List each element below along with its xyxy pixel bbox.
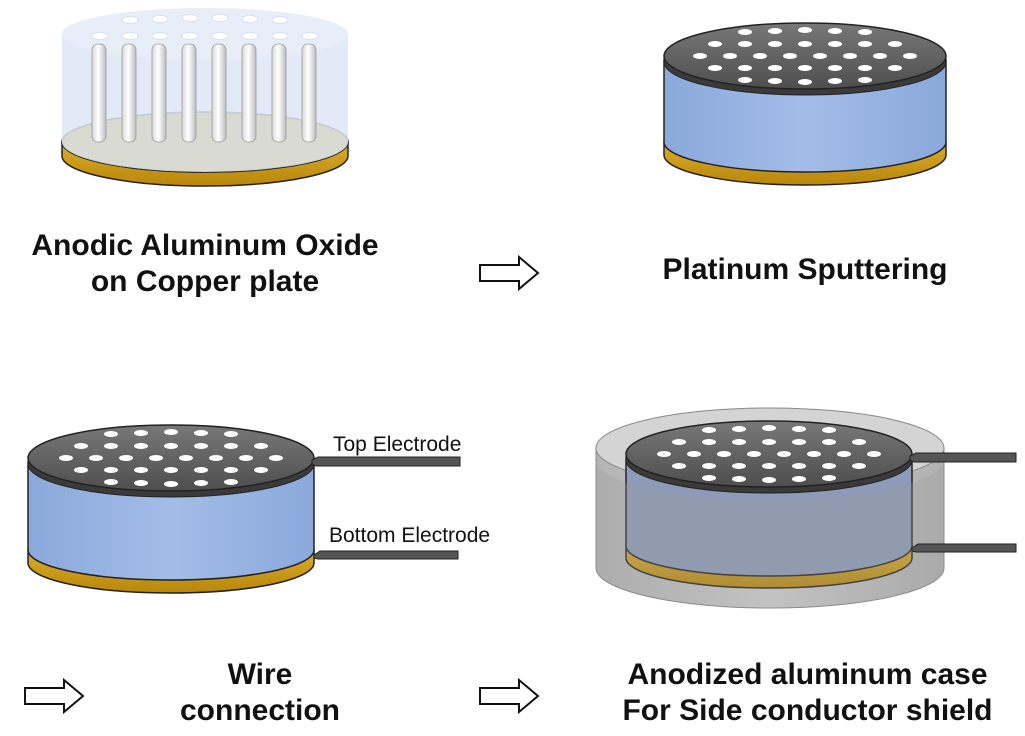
platinum-layer (27, 424, 315, 492)
hollow-right-arrow-icon (24, 677, 85, 715)
pore-openings (693, 27, 917, 85)
step-caption-case: Anodized aluminum case For Side conducto… (590, 657, 1025, 729)
aluminum-case-illustration (595, 407, 1017, 609)
pore-openings (91, 14, 319, 40)
platinum-sputtering-illustration (663, 22, 947, 186)
bottom-electrode-label: Bottom Electrode (329, 524, 491, 547)
step-caption-wire: Wire connection (140, 657, 380, 729)
caption-line: Anodic Aluminum Oxide (31, 229, 379, 262)
platinum-layer (625, 420, 913, 488)
caption-line: For Side conductor shield (622, 694, 993, 727)
pore-openings (59, 429, 283, 487)
bottom-electrode-wire (911, 543, 1017, 553)
hollow-right-arrow-icon (479, 677, 540, 715)
pore-openings (657, 425, 881, 483)
step-caption-platinum: Platinum Sputtering (600, 252, 1010, 288)
step-caption-aao: Anodic Aluminum Oxide on Copper plate (0, 228, 410, 300)
case-front-translucent (596, 460, 944, 608)
caption-line: connection (179, 694, 340, 727)
caption-line: on Copper plate (90, 265, 320, 298)
wire-connection-illustration (27, 424, 461, 594)
top-electrode-wire (909, 452, 1017, 463)
top-electrode-label: Top Electrode (333, 433, 462, 456)
caption-line: Platinum Sputtering (662, 253, 948, 286)
hollow-right-arrow-icon (479, 254, 540, 292)
caption-line: Wire (227, 658, 293, 691)
platinum-layer (663, 22, 947, 90)
bottom-electrode-wire (313, 550, 459, 560)
caption-line: Anodized aluminum case (627, 658, 988, 691)
top-electrode-wire (311, 456, 461, 467)
aao-on-copper-illustration (61, 8, 349, 187)
alumina-pillars (91, 43, 317, 143)
